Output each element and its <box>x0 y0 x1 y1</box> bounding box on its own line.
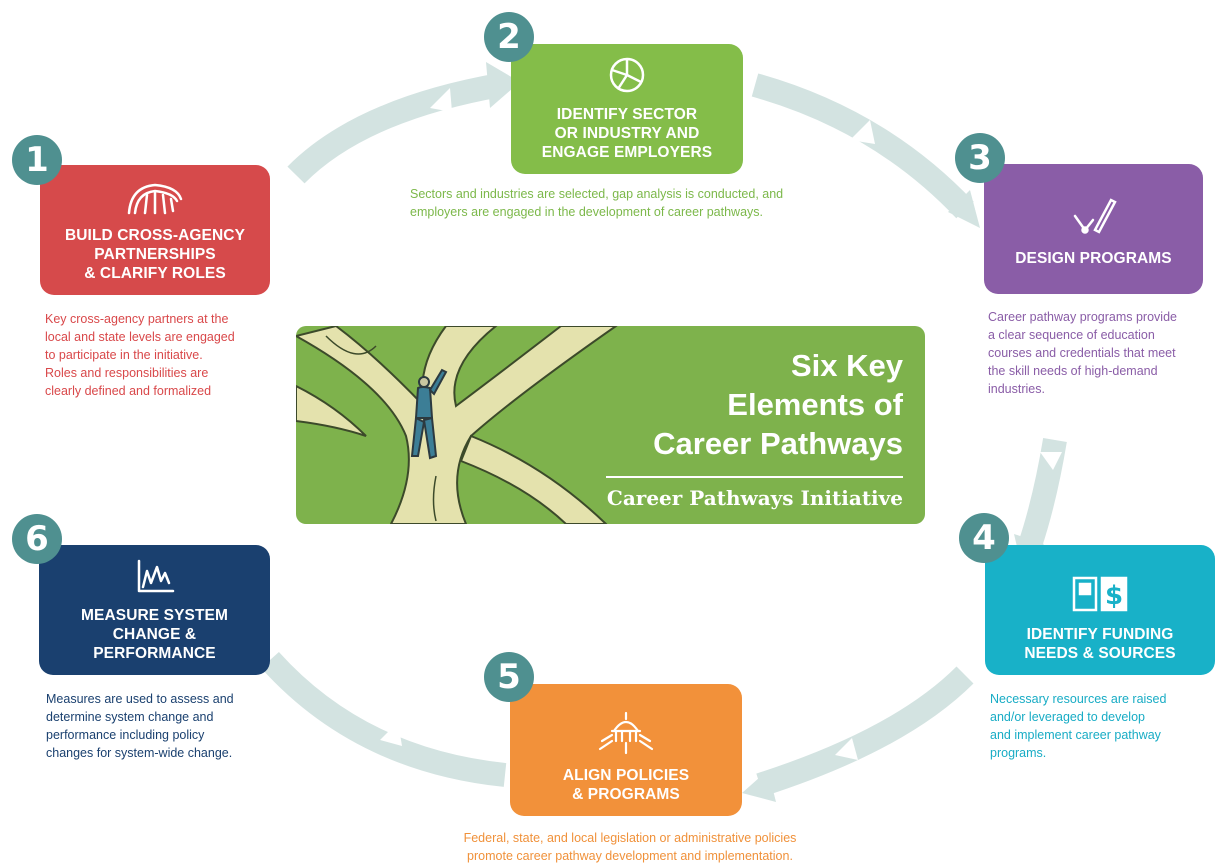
center-headline: Six Key Elements of Career Pathways <box>653 348 903 461</box>
title-divider <box>606 476 903 478</box>
step-badge-1: 1 <box>12 135 62 185</box>
element-title-5: ALIGN POLICIES& PROGRAMS <box>562 767 690 803</box>
element-title-3: DESIGN PROGRAMS <box>1015 250 1172 267</box>
svg-text:$: $ <box>1105 581 1123 611</box>
step-badge-4: 4 <box>959 513 1009 563</box>
center-subtitle: Career Pathways Initiative <box>606 486 903 510</box>
tree-climber-illustration <box>296 326 618 524</box>
step-badge-5: 5 <box>484 652 534 702</box>
design-tools-icon <box>1071 194 1117 243</box>
element-description-5: Federal, state, and local legislation or… <box>463 831 797 863</box>
step-badge-3: 3 <box>955 133 1005 183</box>
pie-chart-icon <box>608 56 646 99</box>
element-description-2: Sectors and industries are selected, gap… <box>410 187 784 219</box>
bridge-icon <box>125 181 185 220</box>
step-badge-2: 2 <box>484 12 534 62</box>
element-box-3: DESIGN PROGRAMS <box>984 164 1203 294</box>
element-box-5: ALIGN POLICIES& PROGRAMS <box>510 684 742 816</box>
door-dollar-icon: $ <box>1070 574 1130 619</box>
line-graph-icon <box>135 559 175 600</box>
center-title-panel: Six Key Elements of Career Pathways Care… <box>296 326 925 524</box>
capitol-icon <box>598 711 654 760</box>
step-badge-6: 6 <box>12 514 62 564</box>
